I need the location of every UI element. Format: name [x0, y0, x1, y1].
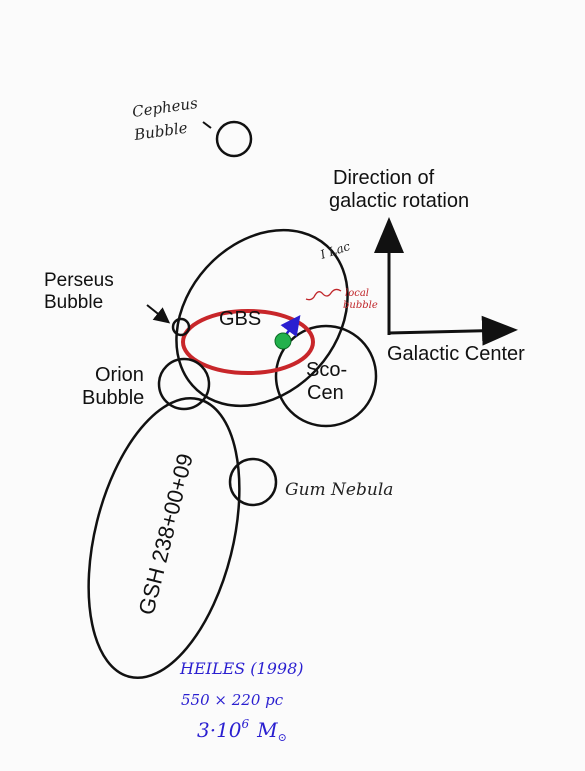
sco-cen-bubble [274, 324, 378, 428]
i-lac-ellipse [175, 228, 349, 408]
size-note: 550 × 220 pc [181, 691, 284, 709]
cepheus-label-line1: Cepheus [131, 94, 199, 121]
direction-label-line2: galactic rotation [329, 190, 469, 212]
mass-unit: M [256, 718, 278, 742]
gsh-ellipse [87, 396, 241, 680]
orion-bubble [157, 357, 211, 411]
orion-label-line1: Orion [95, 364, 144, 386]
perseus-label-line2: Bubble [44, 292, 103, 313]
gbs-label: GBS [219, 308, 261, 330]
perseus-pointer [146, 304, 171, 324]
mass-exponent: 6 [242, 717, 250, 731]
sun-position-dot [274, 332, 292, 350]
sco-cen-label-line1: Sco- [306, 359, 347, 381]
gum-nebula-label: Gum Nebula [285, 480, 393, 500]
direction-label-line1: Direction of [333, 167, 435, 189]
sco-cen-label-line2: Cen [307, 382, 344, 404]
cepheus-label-line2: Bubble [132, 119, 189, 144]
mass-sun-symbol: ⊙ [278, 731, 287, 744]
galactic-center-axis-arrow [388, 315, 518, 346]
gbs-ring [181, 309, 315, 375]
local-bubble-label-line2: bubble [343, 300, 378, 311]
local-bubble-label-line1: local [345, 288, 369, 299]
perseus-bubble [171, 317, 191, 337]
local-bubble-pointer [305, 288, 342, 301]
perseus-label-line1: Perseus [44, 270, 114, 291]
gsh-label: GSH 238+00+09 [134, 451, 198, 617]
galactic-center-label: Galactic Center [387, 343, 525, 365]
cepheus-pointer [202, 121, 212, 129]
mass-base: 3·10 [197, 718, 242, 742]
gum-nebula-bubble [228, 457, 278, 507]
orion-label-line2: Bubble [82, 387, 144, 409]
cepheus-bubble [215, 120, 253, 158]
heiles-citation: HEILES (1998) [179, 659, 304, 678]
